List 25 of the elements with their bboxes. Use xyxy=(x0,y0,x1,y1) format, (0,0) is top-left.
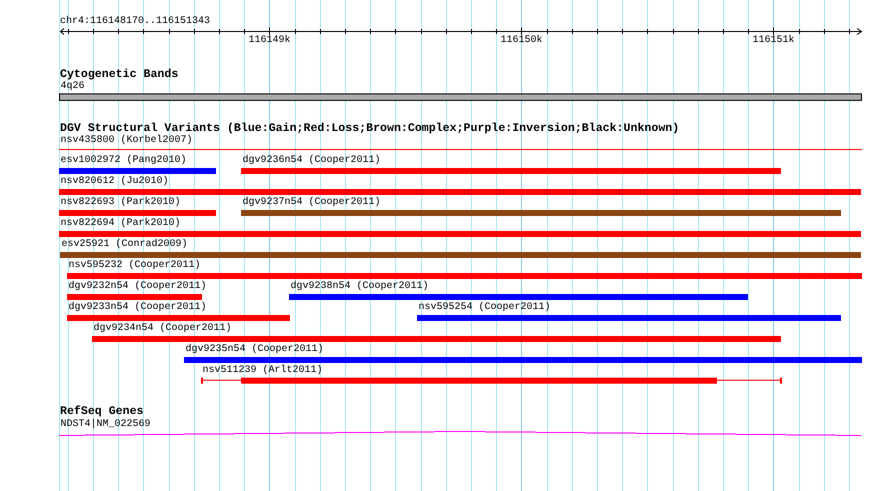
tick-label: 116151k xyxy=(752,36,794,46)
variant-label: nsv595232 (Cooper2011) xyxy=(68,261,201,272)
variant-label: esv1002972 (Pang2010) xyxy=(60,156,187,166)
variant-label: esv25921 (Conrad2009) xyxy=(62,240,188,250)
tick-label: 116150k xyxy=(500,36,542,46)
track-title: RefSeq Genes xyxy=(60,406,144,418)
variant-label: nsv595254 (Cooper2011) xyxy=(418,303,551,314)
variant-label: nsv435800 (Korbel2007) xyxy=(60,136,193,146)
variant-label: nsv822694 (Park2010) xyxy=(60,219,181,230)
variant-label: dgv9237n54 (Cooper2011) xyxy=(242,198,381,208)
variant-label: nsv820612 (Ju2010) xyxy=(60,177,169,188)
coordinate-label: chr4:116148170..116151343 xyxy=(60,17,210,28)
variant-label: dgv9233n54 (Cooper2011) xyxy=(68,303,207,314)
band-label: 4q26 xyxy=(60,82,85,92)
variant-label: dgv9232n54 (Cooper2011) xyxy=(68,282,207,292)
gene-label: NDST4|NM_022569 xyxy=(60,420,151,430)
track-title: Cytogenetic Bands xyxy=(60,68,178,81)
variant-label: dgv9236n54 (Cooper2011) xyxy=(242,156,381,166)
variant-label: dgv9235n54 (Cooper2011) xyxy=(186,345,324,356)
variant-label: dgv9234n54 (Cooper2011) xyxy=(94,324,232,334)
variant-label: nsv511239 (Arlt2011) xyxy=(202,366,323,376)
track-title: DGV Structural Variants (Blue:Gain;Red:Loss;Brown:Complex;Purple:Inversion;Black:Unknown) xyxy=(60,122,680,135)
tick-label: 116149k xyxy=(248,36,290,46)
variant-label: dgv9238n54 (Cooper2011) xyxy=(290,282,429,292)
variant-label: nsv822693 (Park2010) xyxy=(60,198,181,208)
